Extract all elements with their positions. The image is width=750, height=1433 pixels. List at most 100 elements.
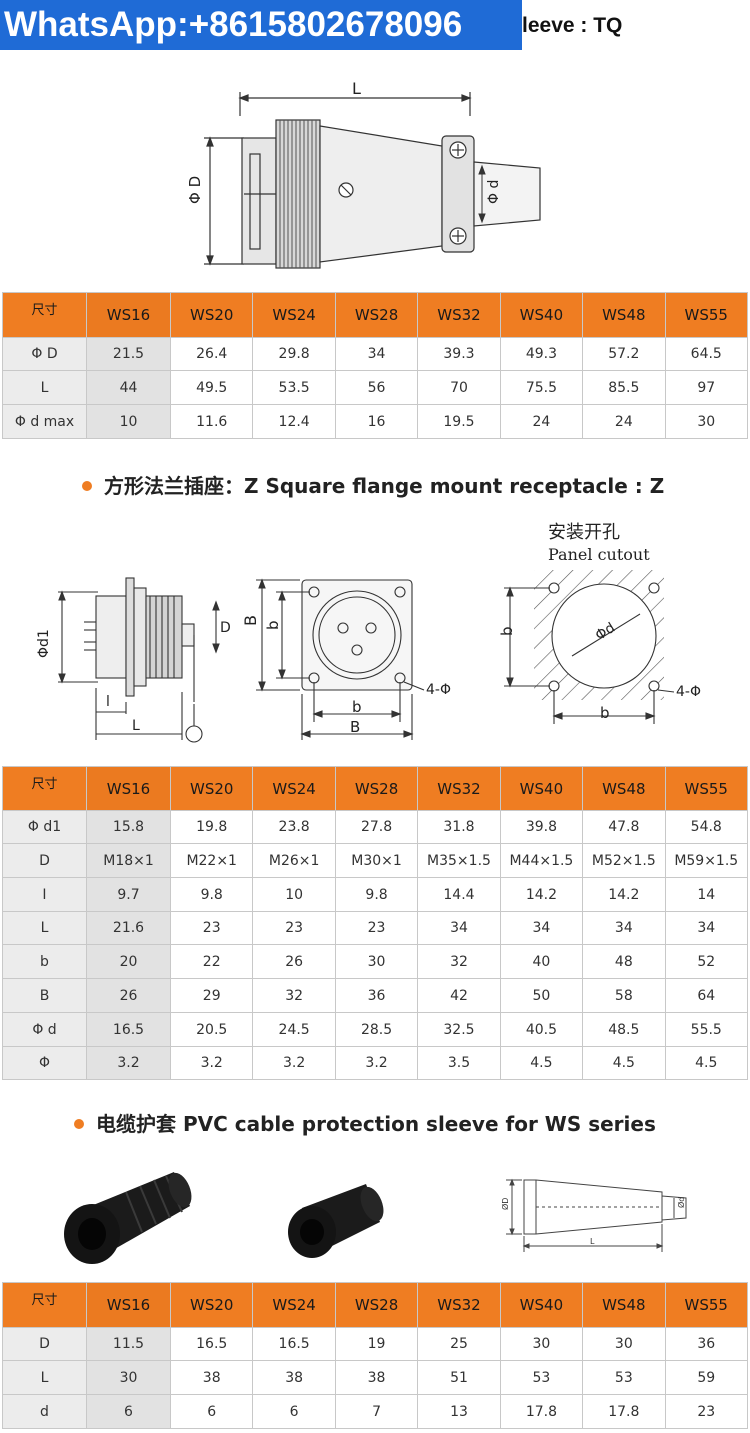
table-header-row: 尺寸 WS16 WS20 WS24 WS28 WS32 WS40 WS48 WS… (2, 766, 749, 811)
header-cell: WS55 (664, 292, 749, 338)
cell: 7 (334, 1394, 419, 1429)
cell: 4.5 (499, 1046, 584, 1080)
section2-title-text: 方形法兰插座：Z Square flange mount receptacle … (104, 474, 665, 498)
cell: 49.5 (169, 370, 254, 405)
cell: 28.5 (334, 1012, 419, 1047)
cell: 49.3 (499, 337, 584, 371)
table-receptacle-dimensions: 尺寸 WS16 WS20 WS24 WS28 WS32 WS40 WS48 WS… (2, 766, 749, 1080)
cell: 16.5 (169, 1327, 254, 1361)
cell: 52 (664, 944, 749, 979)
header-cell: WS28 (334, 1282, 419, 1328)
panel-cutout-drawing: 安装开孔 Panel cutout b b Φd 4-Φ (498, 522, 701, 724)
table-row: Φ D 21.5 26.4 29.8 34 39.3 49.3 57.2 64.… (2, 337, 749, 371)
cell: 23.8 (252, 810, 336, 844)
table-row: L 44 49.5 53.5 56 70 75.5 85.5 97 (2, 370, 749, 405)
cell: 3.2 (252, 1046, 336, 1080)
cell: 9.8 (334, 877, 419, 912)
table-header-row: 尺寸 WS16 WS20 WS24 WS28 WS32 WS40 WS48 WS… (2, 292, 749, 338)
sleeve-dim-phiD: ØD (500, 1198, 510, 1210)
dim-phiD: Φ D (186, 176, 204, 204)
section2-title: 方形法兰插座：Z Square flange mount receptacle … (82, 470, 664, 499)
dim-L2: L (132, 718, 140, 734)
cell: 16 (334, 404, 419, 439)
cell: 6 (169, 1394, 254, 1429)
table-row: D M18×1 M22×1 M26×1 M30×1 M35×1.5 M44×1.… (2, 843, 749, 878)
cell: 22 (169, 944, 254, 979)
cell: 59 (664, 1360, 749, 1395)
cell: 39.3 (417, 337, 501, 371)
cell: 14.2 (582, 877, 666, 912)
cell: 56 (334, 370, 419, 405)
cell: 4.5 (664, 1046, 749, 1080)
header-cell: WS20 (169, 292, 254, 338)
cell: 10 (86, 404, 171, 439)
row-label: B (2, 978, 87, 1013)
cell: 36 (334, 978, 419, 1013)
cell: 3.5 (417, 1046, 501, 1080)
cell: 19 (334, 1327, 419, 1361)
cutout-title-en: Panel cutout (548, 545, 650, 564)
cell: 29 (169, 978, 254, 1013)
cell: 36 (664, 1327, 749, 1361)
header-cell: WS48 (582, 766, 666, 811)
cell: 17.8 (582, 1394, 666, 1429)
cutout-dim-b: b (498, 626, 516, 636)
receptacle-front-drawing: B b b B 4-Φ (241, 578, 451, 740)
cell: 26 (252, 944, 336, 979)
cell: 30 (499, 1327, 584, 1361)
header-cell: WS40 (499, 1282, 584, 1328)
cell: 30 (86, 1360, 171, 1395)
header-cell: WS24 (252, 766, 336, 811)
cell: 70 (417, 370, 501, 405)
cell: 23 (252, 911, 336, 945)
header-cell: WS40 (499, 766, 584, 811)
row-label: D (2, 1327, 87, 1361)
row-label: b (2, 944, 87, 979)
cell: 9.7 (86, 877, 171, 912)
header-cell: WS24 (252, 292, 336, 338)
row-label: d (2, 1394, 87, 1429)
cutout-dim-4phi: 4-Φ (676, 684, 701, 700)
table-row: d 6 6 6 7 13 17.8 17.8 23 (2, 1394, 749, 1429)
row-label: Φ D (2, 337, 87, 371)
cell: 51 (417, 1360, 501, 1395)
cell: 48.5 (582, 1012, 666, 1047)
cell: 11.6 (169, 404, 254, 439)
cell: 4.5 (582, 1046, 666, 1080)
cell: 16.5 (252, 1327, 336, 1361)
sleeve-photo-short (288, 1184, 384, 1258)
cell: 19.8 (169, 810, 254, 844)
cell: 34 (499, 911, 584, 945)
cell: 3.2 (169, 1046, 254, 1080)
cell: 44 (86, 370, 171, 405)
row-label: Φ d max (2, 404, 87, 439)
header-cell: WS16 (86, 766, 171, 811)
section3-title-text: 电缆护套 PVC cable protection sleeve for WS … (96, 1112, 656, 1136)
cell: 24.5 (252, 1012, 336, 1047)
cell: 55.5 (664, 1012, 749, 1047)
header-cell: 尺寸 (2, 766, 87, 811)
table-row: b 20 22 26 30 32 40 48 52 (2, 944, 749, 979)
cell: 14.4 (417, 877, 501, 912)
receptacle-side-drawing: Φd1 D l L (36, 577, 231, 743)
cell: 97 (664, 370, 749, 405)
cell: 26 (86, 978, 171, 1013)
cell: 11.5 (86, 1327, 171, 1361)
cell: 38 (169, 1360, 254, 1395)
cell: 38 (252, 1360, 336, 1395)
cell: 27.8 (334, 810, 419, 844)
dim-B: B (241, 615, 260, 626)
cell: 26.4 (169, 337, 254, 371)
table-sleeve-dimensions: 尺寸 WS16 WS20 WS24 WS28 WS32 WS40 WS48 WS… (2, 1282, 749, 1429)
cell: 58 (582, 978, 666, 1013)
sleeve-photo-long (64, 1172, 192, 1264)
row-label: L (2, 1360, 87, 1395)
row-label: Φ d (2, 1012, 87, 1047)
bullet-icon (74, 1118, 84, 1129)
dim-D: D (220, 620, 231, 636)
cell: 32 (417, 944, 501, 979)
sleeve-drawing: ØD Ød L (500, 1178, 687, 1252)
cell: 50 (499, 978, 584, 1013)
dim-phid1: Φd1 (36, 629, 52, 658)
dim-b: b (264, 620, 282, 630)
